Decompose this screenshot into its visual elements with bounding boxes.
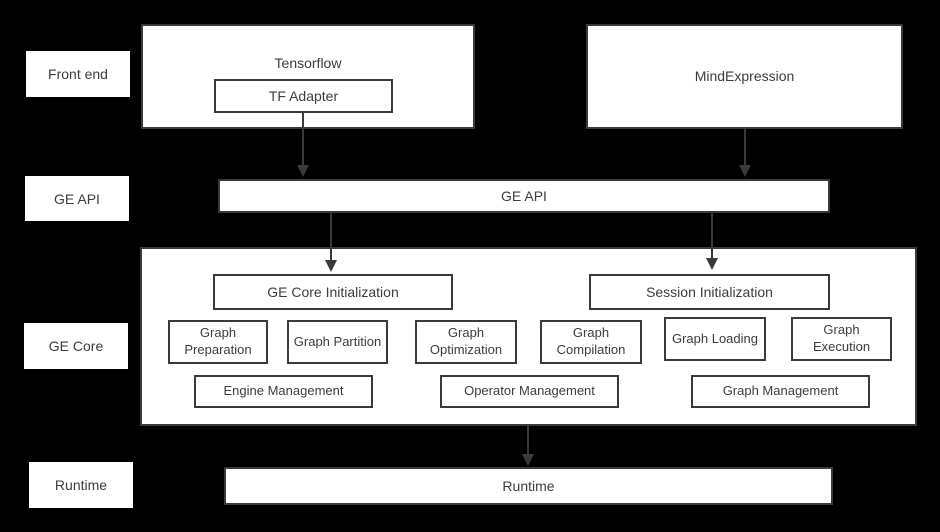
runtime-bar: Runtime [224,467,833,505]
tensorflow-box: Tensorflow TF Adapter [141,24,475,129]
arrow-line [527,426,529,454]
operator-management-box: Operator Management [440,375,619,408]
arrow-line [302,113,304,165]
row-label-text: Front end [48,66,108,82]
row-label-text: GE API [54,190,100,207]
arrow-mindexpression-to-ge-api [739,129,751,177]
arrow-head-icon [522,454,534,466]
graph-partition-label: Graph Partition [293,333,382,349]
arrow-head-icon [739,165,751,177]
ge-api-bar: GE API [218,179,830,213]
tf-adapter-label: TF Adapter [268,87,339,104]
engine-management-label: Engine Management [223,383,344,399]
arrow-line [330,213,332,260]
session-initialization-box: Session Initialization [589,274,830,310]
graph-compilation-box: Graph Compilation [540,320,642,364]
row-label-text: GE Core [48,338,104,354]
row-label-ge-core: GE Core [24,323,128,369]
graph-compilation-label: Graph Compilation [556,325,626,357]
graph-management-label: Graph Management [722,383,839,399]
arrow-head-icon [297,165,309,177]
graph-partition-box: Graph Partition [287,320,388,364]
graph-preparation-box: Graph Preparation [168,320,268,364]
graph-optimization-label: Graph Optimization [429,325,503,357]
mindexpression-label: MindExpression [694,68,795,85]
session-initialization-label: Session Initialization [646,283,773,300]
tensorflow-label: Tensorflow [274,55,342,71]
arrow-head-icon [706,258,718,270]
arrow-ge-api-to-ge-core-initialization [325,213,337,272]
row-label-runtime: Runtime [29,462,133,508]
tf-adapter-box: TF Adapter [214,79,393,113]
arrow-tf-adapter-to-ge-api [297,113,309,177]
row-label-front-end: Front end [26,51,130,97]
arrow-ge-core-to-runtime [522,426,534,466]
graph-execution-label: Graph Execution [812,322,871,354]
operator-management-label: Operator Management [464,383,595,399]
graph-loading-box: Graph Loading [664,317,766,361]
ge-core-initialization-box: GE Core Initialization [213,274,453,310]
engine-management-box: Engine Management [194,375,373,408]
ge-api-label: GE API [501,187,547,204]
graph-optimization-box: Graph Optimization [415,320,517,364]
ge-core-initialization-label: GE Core Initialization [267,283,399,300]
graph-management-box: Graph Management [691,375,870,408]
graph-loading-label: Graph Loading [671,330,758,346]
arrow-ge-api-to-session-initialization [706,213,718,270]
runtime-label: Runtime [502,477,555,494]
arrow-head-icon [325,260,337,272]
row-label-text: Runtime [54,477,108,493]
graph-execution-box: Graph Execution [791,317,892,361]
mindexpression-box: MindExpression [586,24,903,129]
graph-preparation-label: Graph Preparation [184,325,252,357]
ge-core-container: GE Core Initialization Session Initializ… [140,247,917,426]
arrow-line [744,129,746,165]
row-label-ge-api: GE API [25,176,129,221]
arrow-line [711,213,713,258]
